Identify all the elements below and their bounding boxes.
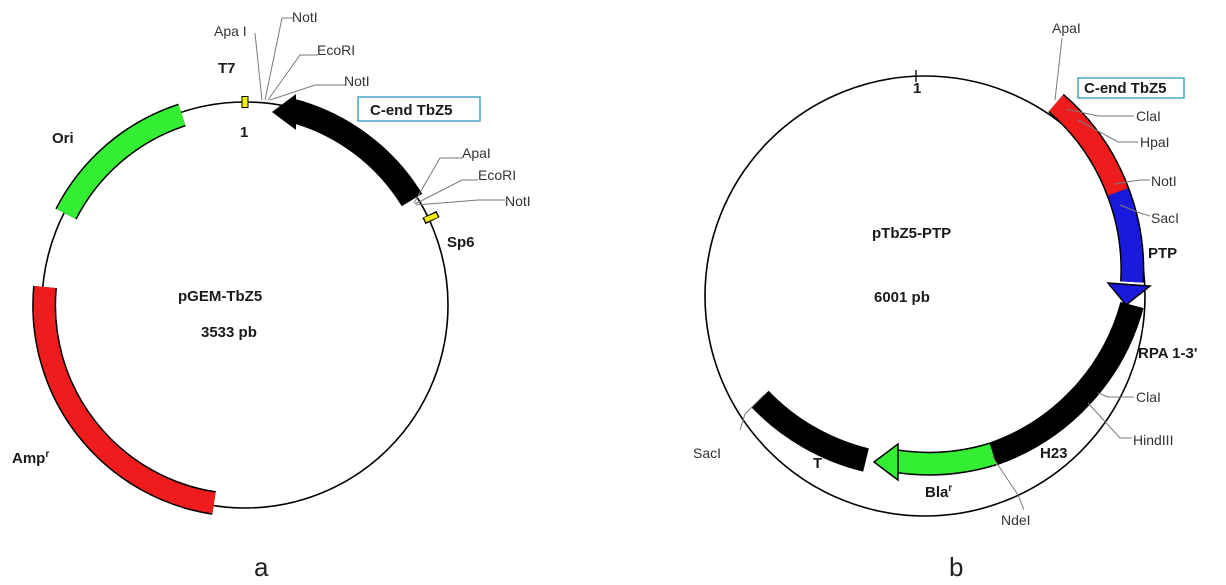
- insert-b-label-box: [1077, 77, 1185, 99]
- not1-right-label: NotI: [505, 193, 531, 209]
- ori-segment: [56, 105, 186, 219]
- bla-segment: [893, 443, 997, 475]
- amp-segment: [33, 286, 216, 514]
- sp6-mark: [424, 212, 438, 223]
- ori-label: Ori: [52, 130, 74, 147]
- bla-label-sup: r: [948, 483, 952, 494]
- sac1-b-right-label: SacI: [1151, 210, 1179, 226]
- cla1-b-top-leader: [1065, 108, 1134, 117]
- cla1-b-bottom-leader: [1097, 392, 1134, 398]
- hind3-leader: [1087, 402, 1132, 439]
- sac1-b-left-label: SacI: [693, 445, 721, 461]
- ecor1-right-label: EcoRI: [478, 167, 516, 183]
- t-segment: [751, 390, 870, 472]
- insert-a-arrowhead: [272, 94, 296, 130]
- cla1-b-top-label: ClaI: [1136, 108, 1161, 124]
- rpa-h23-segment: [988, 301, 1144, 466]
- panel-label-a: a: [254, 552, 269, 582]
- ecor1-top-label: EcoRI: [317, 42, 355, 58]
- h23-label: H23: [1040, 445, 1068, 462]
- nde1-leader: [991, 455, 1025, 511]
- apa1-top-label: Apa I: [214, 23, 247, 39]
- apa1-right-leader: [413, 157, 462, 204]
- t7-label: T7: [218, 60, 236, 77]
- ptp-label: PTP: [1148, 245, 1177, 262]
- not1-right-leader: [415, 199, 505, 206]
- ptp-arrowhead: [1106, 282, 1152, 307]
- hpa1-b-label: HpaI: [1140, 134, 1170, 150]
- insert-a-segment: [286, 98, 423, 207]
- cla1-b-bottom-label: ClaI: [1136, 389, 1161, 405]
- plasmid-map-a: Apa I NotI EcoRI NotI ApaI EcoRI NotI T7…: [12, 9, 531, 582]
- apa1-b-label: ApaI: [1052, 20, 1081, 36]
- bla-label: Blar: [925, 483, 952, 501]
- apa1-top-leader: [254, 32, 263, 101]
- not1-b-label: NotI: [1151, 173, 1177, 189]
- plasmid-b-backbone: [704, 75, 1146, 517]
- bla-label-text: Bla: [925, 484, 949, 501]
- plasmid-a-size: 3533 pb: [201, 324, 257, 341]
- apa1-right-label: ApaI: [462, 145, 491, 161]
- start-label-b: 1: [913, 80, 921, 97]
- sac1-b-left-leader: [739, 394, 765, 431]
- sac1-b-right-leader: [1119, 204, 1151, 217]
- not1-top-leader: [264, 17, 293, 101]
- bla-arrowhead: [872, 442, 899, 482]
- insert-b-label: C-end TbZ5: [1084, 80, 1167, 97]
- not1-top2-leader: [269, 84, 345, 101]
- ecor1-top-leader: [267, 54, 318, 101]
- sp6-label: Sp6: [447, 234, 475, 251]
- plasmid-b-name: pTbZ5-PTP: [872, 225, 951, 242]
- amp-label-text: Amp: [12, 450, 45, 467]
- amp-label-sup: r: [45, 449, 49, 460]
- nde1-label: NdeI: [1001, 512, 1031, 528]
- hpa1-b-leader: [1077, 119, 1138, 143]
- insert-b-segment: [1049, 95, 1128, 196]
- plasmid-a-name: pGEM-TbZ5: [178, 288, 262, 305]
- ecor1-right-leader: [414, 179, 478, 205]
- hind3-label: HindIII: [1133, 432, 1173, 448]
- start-label-a: 1: [240, 124, 248, 141]
- rpa-label: RPA 1-3': [1138, 345, 1197, 362]
- not1-top2-label: NotI: [344, 73, 370, 89]
- plasmid-map-b: ApaI C-end TbZ5 ClaI HpaI NotI SacI PTP …: [693, 20, 1197, 582]
- amp-label: Ampr: [12, 449, 49, 467]
- panel-label-b: b: [949, 552, 963, 582]
- insert-a-label: C-end TbZ5: [370, 102, 453, 119]
- insert-a-label-box: [357, 96, 481, 122]
- ptp-segment: [1108, 188, 1143, 283]
- not1-top-label: NotI: [292, 9, 318, 25]
- plasmid-b-size: 6001 pb: [874, 289, 930, 306]
- not1-b-leader: [1113, 179, 1150, 185]
- t-label: T: [813, 455, 822, 472]
- apa1-b-leader: [1054, 37, 1063, 101]
